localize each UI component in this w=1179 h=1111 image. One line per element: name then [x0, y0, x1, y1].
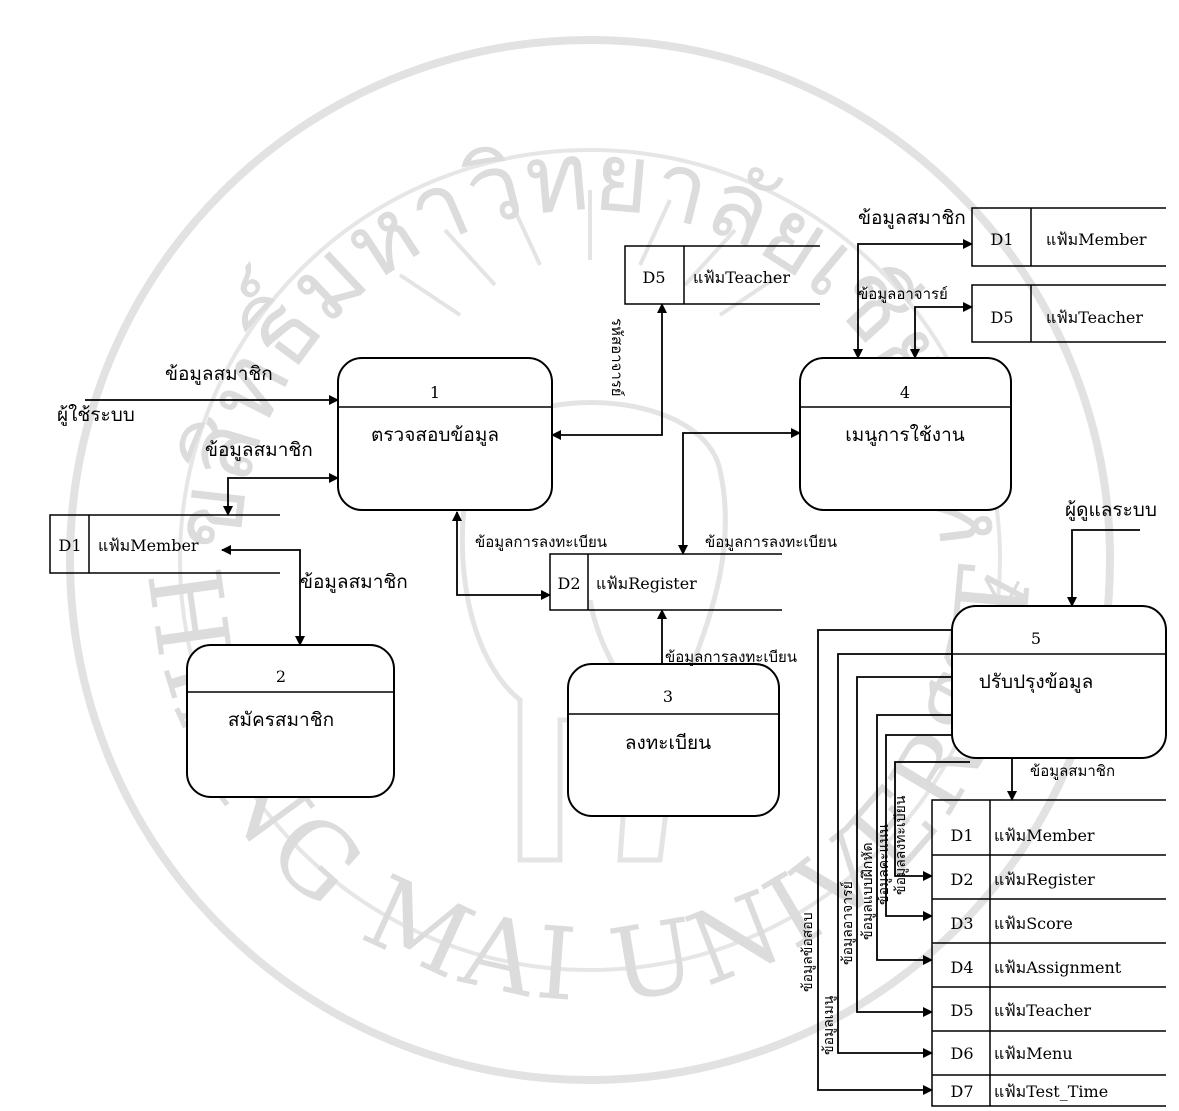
flow-p4-d1 — [853, 239, 973, 359]
label-p5-d6: ข้อมูลเมนู — [821, 995, 837, 1055]
store-d5-top-id: D5 — [990, 308, 1013, 327]
store-list-d7-id: D7 — [950, 1082, 973, 1101]
process-1: 1 ตรวจสอบข้อมูล — [337, 357, 553, 511]
store-list-d6-id: D6 — [950, 1044, 973, 1063]
store-list-d2-name: แฟ้มRegister — [994, 870, 1095, 889]
flow-p1-d2 — [452, 511, 551, 600]
process-4-name: เมนูการใช้งาน — [845, 424, 965, 446]
flow-d1-p2 — [221, 545, 305, 646]
store-list — [931, 799, 1166, 1107]
process-4: 4 เมนูการใช้งาน — [799, 357, 1012, 511]
label-p5-d5: ข้อมูลอาจารย์ — [839, 881, 856, 965]
process-5-number: 5 — [1031, 629, 1041, 648]
process-2-number: 2 — [276, 667, 286, 686]
store-list-d4-id: D4 — [950, 958, 973, 977]
flow-p5-d2 — [894, 761, 970, 881]
flow-p5-d5 — [856, 676, 952, 1017]
flow-admin-to-p5 — [1067, 529, 1140, 607]
store-list-d2-id: D2 — [950, 870, 973, 889]
process-1-name: ตรวจสอบข้อมูล — [371, 424, 499, 446]
store-list-d5-name: แฟ้มTeacher — [994, 1001, 1091, 1020]
watermark-sunburst — [398, 190, 782, 317]
store-d5-top-name: แฟ้มTeacher — [1046, 308, 1143, 327]
entity-user: ผู้ใช้ระบบ — [57, 404, 135, 426]
watermark-outer-ring — [66, 36, 1114, 1084]
process-3-number: 3 — [663, 687, 673, 706]
process-3: 3 ลงทะเบียน — [567, 663, 780, 817]
store-list-d4-name: แฟ้มAssignment — [994, 958, 1122, 977]
flow-d5-p1 — [551, 303, 667, 440]
process-5-name: ปรับปรุงข้อมูล — [979, 671, 1093, 694]
flow-d1-p1 — [223, 473, 339, 516]
store-d1-top — [971, 207, 1166, 267]
flow-p5-d3 — [885, 734, 952, 921]
store-list-d3-id: D3 — [950, 914, 973, 933]
entity-admin: ผู้ดูแลระบบ — [1065, 499, 1157, 521]
watermark-inner-ring — [178, 148, 1002, 972]
label-p4-d5: ข้อมูลอาจารย์ — [858, 285, 948, 303]
label-p4-d1: ข้อมูลสมาชิก — [858, 207, 966, 229]
store-d2-mid-id: D2 — [557, 574, 580, 593]
store-d5-mid-name: แฟ้มTeacher — [693, 268, 790, 287]
store-list-d5-id: D5 — [950, 1001, 973, 1020]
store-d1-top-id: D1 — [990, 230, 1013, 249]
label-d5-p1: รหัสอาจารย์ — [608, 318, 626, 397]
label-d1-to-p1: ข้อมูลสมาชิก — [205, 439, 313, 461]
store-list-labels: D1 แฟ้มMember D2 แฟ้มRegister D3 แฟ้มSco… — [950, 826, 1121, 1101]
process-1-number: 1 — [430, 383, 440, 402]
process-2-name: สมัครสมาชิก — [228, 709, 334, 731]
flow-p4-d2 — [678, 428, 801, 555]
process-3-name: ลงทะเบียน — [625, 732, 711, 754]
label-p5-d2: ข้อมูลลงทะเบียน — [893, 795, 909, 895]
store-d1-top-name: แฟ้มMember — [1046, 230, 1147, 249]
store-d2-mid-name: แฟ้มRegister — [596, 574, 697, 593]
process-5: 5 ปรับปรุงข้อมูล — [951, 605, 1167, 759]
store-list-d3-name: แฟ้มScore — [994, 914, 1073, 933]
flow-p5-d7 — [817, 629, 952, 1095]
store-list-d7-name: แฟ้มTest_Time — [994, 1082, 1108, 1101]
process-4-number: 4 — [900, 383, 910, 402]
store-d1-left-id: D1 — [58, 536, 81, 555]
store-d1-left-name: แฟ้มMember — [98, 536, 199, 555]
label-p5-d3: ข้อมูลคะแนน — [876, 824, 892, 905]
store-d1-left — [49, 514, 280, 574]
label-d1-to-p2: ข้อมูลสมาชิก — [300, 571, 408, 593]
label-p5-d1: ข้อมูลสมาชิก — [1030, 762, 1115, 780]
flow-p5-d6 — [837, 653, 952, 1058]
flow-lines — [85, 239, 1140, 1095]
store-list-d1-id: D1 — [950, 826, 973, 845]
label-p5-d7: ข้อมูลข้อสอบ — [800, 912, 816, 992]
label-p5-d4: ข้อมูลแบบฝึกหัด — [860, 842, 876, 940]
label-user-to-p1: ข้อมูลสมาชิก — [165, 363, 273, 385]
label-p4-d2: ข้อมูลการลงทะเบียน — [705, 533, 837, 551]
flow-p4-d5 — [910, 302, 973, 359]
store-d5-mid — [624, 245, 820, 305]
store-d5-mid-id: D5 — [642, 268, 665, 287]
process-2: 2 สมัครสมาชิก — [186, 644, 395, 798]
label-p3-d2: ข้อมูลการลงทะเบียน — [665, 648, 797, 666]
store-list-d6-name: แฟ้มMenu — [994, 1044, 1073, 1063]
label-p1-d2: ข้อมูลการลงทะเบียน — [475, 533, 607, 551]
store-list-d1-name: แฟ้มMember — [994, 826, 1095, 845]
flow-p5-d4 — [876, 714, 952, 965]
